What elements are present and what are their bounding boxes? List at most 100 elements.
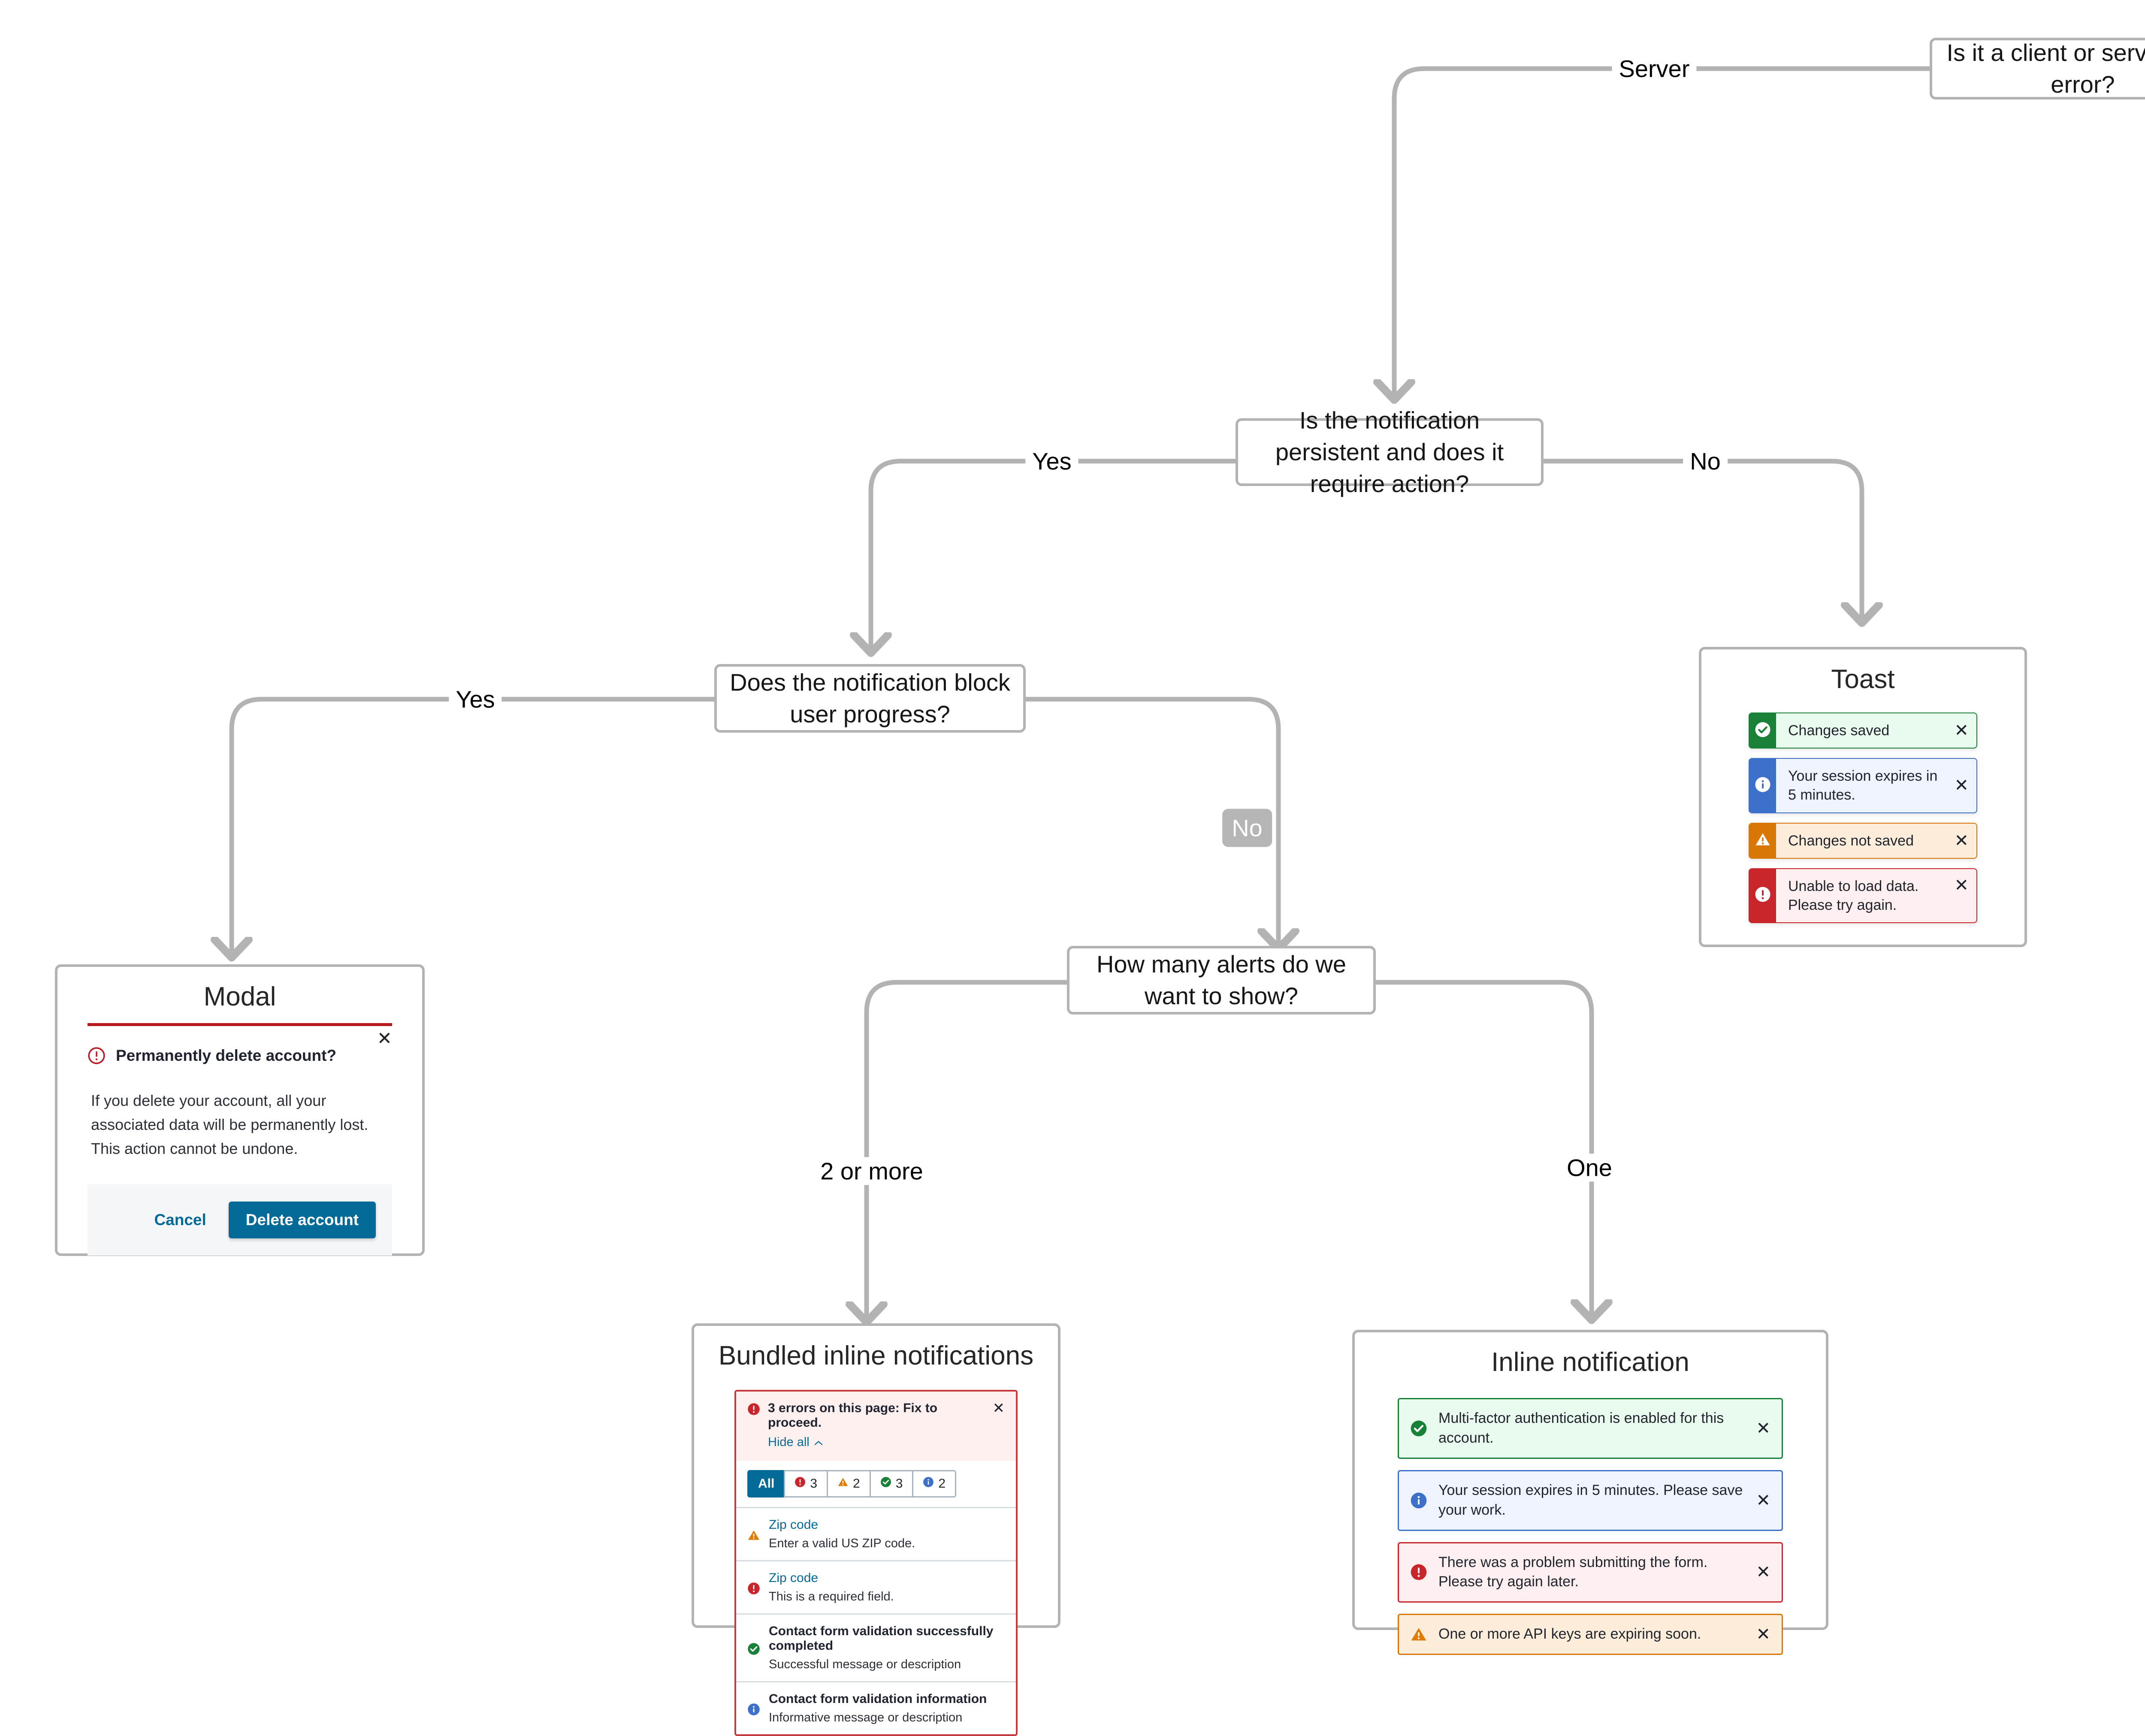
close-icon[interactable]: ✕ bbox=[1756, 1625, 1770, 1644]
toast-message: Unable to load data. Please try again. bbox=[1788, 878, 1919, 913]
inline-notification-item[interactable]: One or more API keys are expiring soon. … bbox=[1398, 1614, 1783, 1655]
info-circle-icon bbox=[1754, 776, 1771, 795]
close-icon[interactable]: ✕ bbox=[992, 1400, 1005, 1416]
decision-node-block-progress[interactable]: Does the notification block user progres… bbox=[714, 664, 1026, 733]
bundle-item-desc: Enter a valid US ZIP code. bbox=[769, 1537, 915, 1550]
hide-all-toggle[interactable]: Hide all bbox=[768, 1435, 823, 1449]
delete-account-button[interactable]: Delete account bbox=[228, 1202, 376, 1239]
close-icon[interactable]: ✕ bbox=[1756, 1491, 1770, 1510]
inline-notification-message: There was a problem submitting the form.… bbox=[1438, 1554, 1708, 1590]
filter-tab-success[interactable]: 3 bbox=[869, 1470, 912, 1497]
bundle-item[interactable]: Contact form validation information Info… bbox=[736, 1681, 1016, 1734]
bundled-inline-notifications-card: Bundled inline notifications 3 errors on… bbox=[692, 1323, 1060, 1736]
card-title: Modal bbox=[203, 982, 276, 1011]
filter-tab-errors[interactable]: 3 bbox=[784, 1470, 827, 1497]
hide-all-label: Hide all bbox=[768, 1435, 810, 1449]
info-circle-icon bbox=[1410, 1492, 1427, 1509]
bundle-item[interactable]: Zip code This is a required field. bbox=[736, 1560, 1016, 1613]
bundle-summary-text: 3 errors on this page: Fix to proceed. bbox=[768, 1401, 938, 1430]
inline-notification-item[interactable]: There was a problem submitting the form.… bbox=[1398, 1542, 1783, 1603]
error-circle-icon bbox=[747, 1403, 760, 1416]
error-circle-icon bbox=[1754, 886, 1771, 905]
toast-severity-bar bbox=[1749, 823, 1776, 858]
decision-node-alert-count[interactable]: How many alerts do we want to show? bbox=[1067, 946, 1376, 1014]
filter-tab-count: 3 bbox=[895, 1476, 903, 1491]
filter-tab-info[interactable]: 2 bbox=[912, 1470, 957, 1497]
toast-message: Changes saved bbox=[1788, 722, 1890, 739]
edge-label-persistent-yes: Yes bbox=[1025, 447, 1079, 475]
decision-node-label: Is the notification persistent and does … bbox=[1275, 407, 1504, 497]
warning-triangle-icon bbox=[837, 1476, 849, 1491]
card-title: Toast bbox=[1831, 664, 1895, 694]
card-title: Inline notification bbox=[1491, 1347, 1689, 1377]
warning-triangle-icon bbox=[1754, 831, 1771, 850]
modal-accent-rule bbox=[88, 1023, 392, 1026]
bundle-item-title[interactable]: Zip code bbox=[769, 1518, 819, 1532]
edge-label-block-no: No bbox=[1222, 809, 1272, 847]
decision-node-persistent[interactable]: Is the notification persistent and does … bbox=[1236, 407, 1544, 497]
toast-item[interactable]: Changes not saved ✕ bbox=[1749, 822, 1977, 859]
toast-message: Changes not saved bbox=[1788, 832, 1914, 849]
bundle-summary: 3 errors on this page: Fix to proceed. H… bbox=[736, 1392, 1016, 1461]
modal-card: Modal Permanently delete account? ✕ If y… bbox=[55, 964, 425, 1256]
decision-node-label: Does the notification block user progres… bbox=[730, 669, 1010, 728]
inline-notification-item[interactable]: Your session expires in 5 minutes. Pleas… bbox=[1398, 1470, 1783, 1531]
edge-label-persistent-no: No bbox=[1683, 447, 1728, 475]
chevron-up-icon bbox=[814, 1435, 823, 1449]
toast-list: Changes saved ✕ Your session expires in … bbox=[1749, 713, 1977, 924]
modal-header: Permanently delete account? ✕ bbox=[88, 1026, 392, 1065]
toast-item[interactable]: Changes saved ✕ bbox=[1749, 713, 1977, 749]
modal-footer: Cancel Delete account bbox=[88, 1184, 392, 1256]
filter-tab-count: 2 bbox=[938, 1476, 946, 1491]
filter-tab-label: All bbox=[758, 1476, 775, 1491]
toast-item[interactable]: Unable to load data. Please try again. ✕ bbox=[1749, 868, 1977, 924]
toast-severity-bar bbox=[1749, 869, 1776, 923]
cancel-button[interactable]: Cancel bbox=[139, 1203, 221, 1237]
inline-notification-item[interactable]: Multi-factor authentication is enabled f… bbox=[1398, 1398, 1783, 1459]
toast-severity-bar bbox=[1749, 713, 1776, 748]
toast-message: Your session expires in 5 minutes. bbox=[1788, 768, 1938, 803]
bundle-item[interactable]: Contact form validation successfully com… bbox=[736, 1613, 1016, 1681]
edge-label-count-one: One bbox=[1560, 1153, 1619, 1182]
close-icon[interactable]: ✕ bbox=[1954, 831, 1969, 850]
bundle-item-list: Zip code Enter a valid US ZIP code. Zip … bbox=[736, 1507, 1016, 1734]
edge-label-server: Server bbox=[1612, 54, 1697, 83]
bundle-item[interactable]: Zip code Enter a valid US ZIP code. bbox=[736, 1507, 1016, 1560]
bundle-item-title[interactable]: Zip code bbox=[769, 1571, 819, 1585]
close-icon[interactable]: ✕ bbox=[1756, 1563, 1770, 1582]
bundle-item-title: Contact form validation successfully com… bbox=[769, 1624, 994, 1653]
inline-notification-message: Multi-factor authentication is enabled f… bbox=[1438, 1410, 1724, 1446]
close-icon[interactable]: ✕ bbox=[1954, 876, 1969, 895]
toast-severity-bar bbox=[1749, 759, 1776, 812]
error-circle-icon bbox=[747, 1573, 760, 1604]
inline-notification-card: Inline notification Multi-factor authent… bbox=[1352, 1330, 1828, 1655]
error-circle-outline-icon bbox=[88, 1047, 106, 1065]
inline-notification-message: Your session expires in 5 minutes. Pleas… bbox=[1438, 1482, 1743, 1518]
edge-label-count-two-or-more: 2 or more bbox=[813, 1157, 930, 1185]
bundle-item-desc: Informative message or description bbox=[769, 1711, 963, 1724]
severity-filter-tabs: All 3 2 bbox=[736, 1461, 1016, 1507]
modal-body-text: If you delete your account, all your ass… bbox=[91, 1092, 369, 1157]
close-icon[interactable]: ✕ bbox=[377, 1028, 392, 1048]
filter-tab-count: 2 bbox=[853, 1476, 860, 1491]
check-circle-icon bbox=[1754, 721, 1771, 740]
edge-label-block-yes: Yes bbox=[449, 685, 502, 713]
card-title: Bundled inline notifications bbox=[718, 1341, 1034, 1371]
filter-tab-all[interactable]: All bbox=[747, 1470, 784, 1497]
error-circle-icon bbox=[795, 1476, 806, 1491]
toast-card: Toast Changes saved ✕ bbox=[1699, 647, 2027, 947]
warning-triangle-icon bbox=[747, 1519, 760, 1551]
bundle-item-desc: Successful message or description bbox=[769, 1658, 961, 1671]
inline-notification-message: One or more API keys are expiring soon. bbox=[1438, 1626, 1701, 1642]
close-icon[interactable]: ✕ bbox=[1954, 721, 1969, 740]
filter-tab-warnings[interactable]: 2 bbox=[827, 1470, 870, 1497]
toast-item[interactable]: Your session expires in 5 minutes. ✕ bbox=[1749, 758, 1977, 813]
bundle-container: 3 errors on this page: Fix to proceed. H… bbox=[734, 1390, 1018, 1736]
modal-heading: Permanently delete account? bbox=[116, 1047, 337, 1064]
close-icon[interactable]: ✕ bbox=[1756, 1419, 1770, 1438]
check-circle-icon bbox=[1410, 1420, 1427, 1437]
close-icon[interactable]: ✕ bbox=[1954, 776, 1969, 795]
